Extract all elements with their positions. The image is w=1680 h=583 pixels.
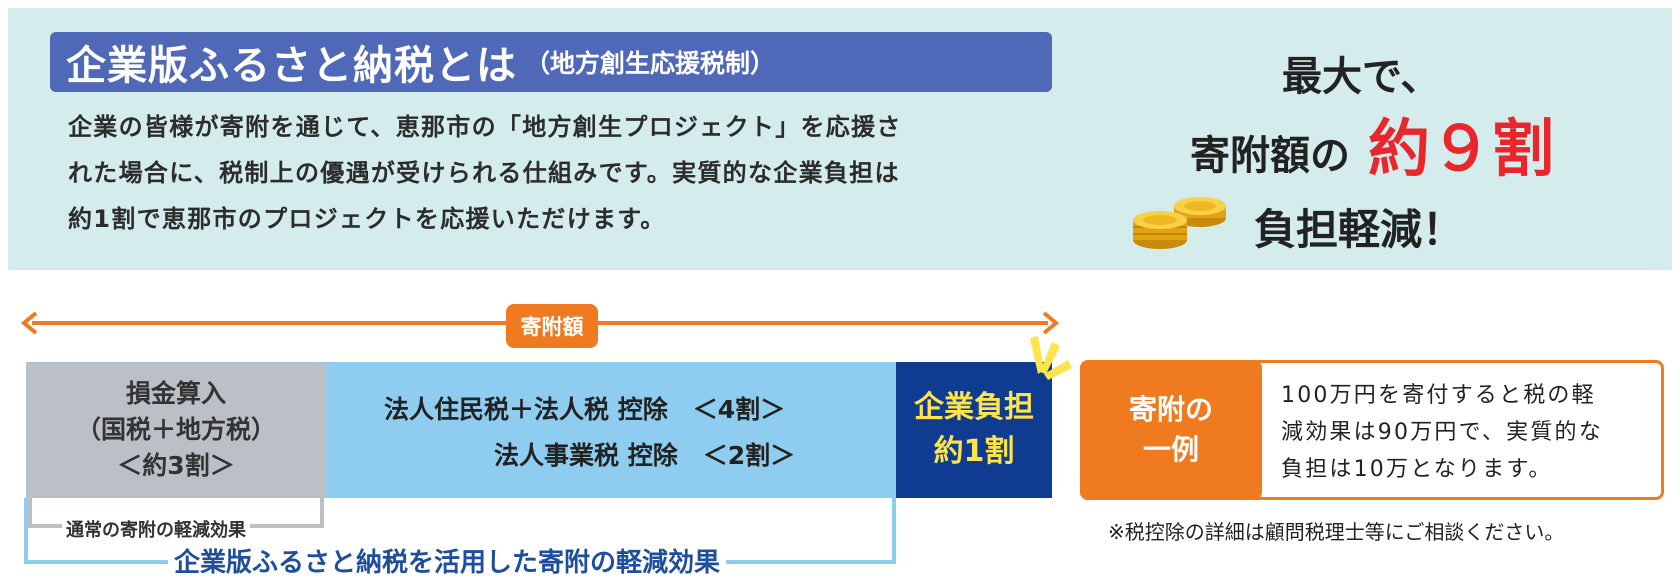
description: 企業の皆様が寄附を通じて、恵那市の「地方創生プロジェクト」を応援さ れた場合に、…	[68, 104, 1048, 242]
page-subtitle: （地方創生応援税制）	[525, 49, 776, 78]
sparkle-icon	[1030, 336, 1072, 380]
example-text-line: 負担は10万となります。	[1281, 457, 1553, 482]
deduction-box-tax-row: 法人住民税＋法人税 控除 ＜4割＞	[384, 395, 786, 424]
coins-icon	[1133, 197, 1226, 249]
promo-line-2: 寄附額の 約９割	[1190, 106, 1581, 186]
company-burden-box: 企業負担 約1割	[896, 362, 1052, 498]
promo-line-2-text: 寄附額の	[1190, 133, 1350, 179]
promo-highlight: 約９割	[1356, 112, 1581, 186]
tax-note: ※税控除の詳細は顧問税理士等にご相談ください。	[1108, 520, 1565, 544]
description-line: 約1割で恵那市のプロジェクトを応援いただけます。	[68, 205, 666, 233]
example-text: 100万円を寄付すると税の軽 減効果は90万円で、実質的な 負担は10万となりま…	[1281, 377, 1653, 488]
deduction-box-loss: 損金算入 （国税＋地方税） ＜約3割＞	[26, 362, 326, 498]
title-bar: 企業版ふるさと納税とは （地方創生応援税制）	[50, 32, 1052, 92]
donation-amount-label: 寄附額	[506, 304, 598, 348]
example-tag: 寄附の 一例	[1080, 360, 1262, 500]
deduction-box-loss-line: （国税＋地方税）	[75, 415, 276, 444]
company-burden-line: 企業負担	[914, 390, 1034, 425]
description-line: 企業の皆様が寄附を通じて、恵那市の「地方創生プロジェクト」を応援さ	[68, 113, 902, 141]
deduction-box-tax-row: 法人事業税 控除 ＜2割＞	[494, 441, 796, 470]
example-tag-line: 寄附の	[1128, 393, 1213, 426]
promo-line-3: 負担軽減！	[1254, 205, 1465, 254]
example-box: 寄附の 一例 100万円を寄付すると税の軽 減効果は90万円で、実質的な 負担は…	[1080, 360, 1664, 500]
example-text-line: 減効果は90万円で、実質的な	[1281, 420, 1603, 445]
normal-effect-label: 通常の寄附の軽減効果	[62, 516, 250, 542]
deduction-box-tax: 法人住民税＋法人税 控除 ＜4割＞ 法人事業税 控除 ＜2割＞	[326, 362, 896, 498]
corporate-effect-label: 企業版ふるさと納税を活用した寄附の軽減効果	[168, 546, 727, 580]
description-line: れた場合に、税制上の優遇が受けられる仕組みです。実質的な企業負担は	[68, 159, 900, 187]
company-burden-line: 約1割	[933, 434, 1015, 469]
promo-line-1: 最大で、	[1282, 54, 1441, 100]
page-title: 企業版ふるさと納税とは	[66, 43, 517, 89]
deduction-box-loss-line: 損金算入	[125, 379, 226, 408]
deduction-box-loss-line: ＜約3割＞	[117, 451, 235, 480]
example-text-line: 100万円を寄付すると税の軽	[1281, 383, 1596, 408]
example-tag-line: 一例	[1142, 433, 1199, 466]
